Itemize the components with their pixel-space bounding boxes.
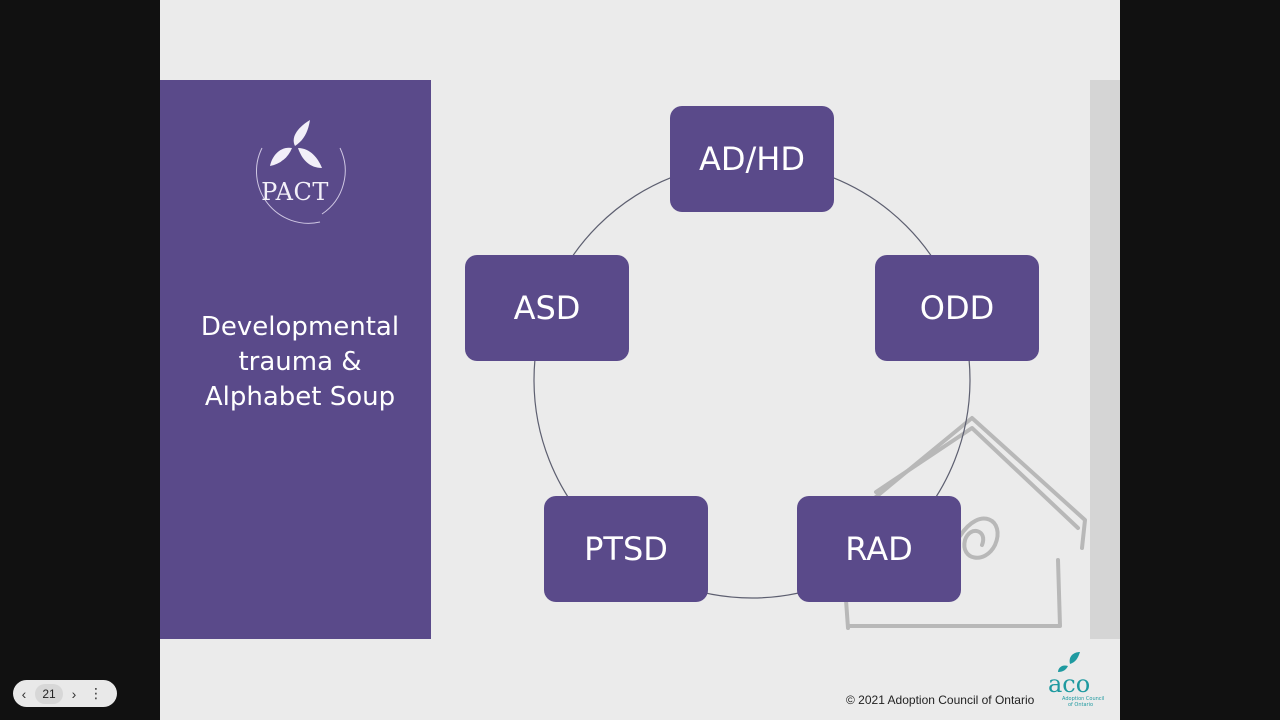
aco-logo-subtext-1: Adoption Council xyxy=(1062,696,1104,702)
pact-logo: PACT xyxy=(240,118,350,228)
title-line-2: trauma & xyxy=(238,347,362,377)
node-asd: ASD xyxy=(465,255,629,361)
more-options-button[interactable]: ⋮ xyxy=(85,680,107,707)
title-line-3: Alphabet Soup xyxy=(204,382,396,412)
page-number[interactable]: 21 xyxy=(35,683,63,704)
pact-logo-text: PACT xyxy=(261,178,329,206)
aco-logo-text: aco xyxy=(1048,670,1090,698)
right-edge-strip xyxy=(1090,80,1120,639)
aco-logo-subtext-2: of Ontario xyxy=(1068,702,1093,708)
node-odd: ODD xyxy=(875,255,1039,361)
prev-page-button[interactable]: ‹ xyxy=(13,680,35,707)
node-adhd: AD/HD xyxy=(670,106,834,212)
slide-title: Developmental trauma & Alphabet Soup xyxy=(178,310,422,415)
next-page-button[interactable]: › xyxy=(63,680,85,707)
more-vertical-icon: ⋮ xyxy=(89,685,103,701)
aco-logo: aco Adoption Council of Ontario xyxy=(1048,652,1104,708)
title-panel: PACT Developmental trauma & Alphabet Sou… xyxy=(160,80,431,639)
node-ptsd: PTSD xyxy=(544,496,708,602)
chevron-right-icon: › xyxy=(71,685,77,702)
chevron-left-icon: ‹ xyxy=(21,685,27,702)
page-navigation: ‹ 21 › ⋮ xyxy=(13,680,117,707)
title-line-1: Developmental xyxy=(200,312,400,342)
pact-logo-mark xyxy=(255,120,346,224)
copyright-text: © 2021 Adoption Council of Ontario xyxy=(846,693,1035,707)
house-sketch xyxy=(844,416,1087,630)
slide: PACT Developmental trauma & Alphabet Sou… xyxy=(160,0,1120,720)
node-rad: RAD xyxy=(797,496,961,602)
